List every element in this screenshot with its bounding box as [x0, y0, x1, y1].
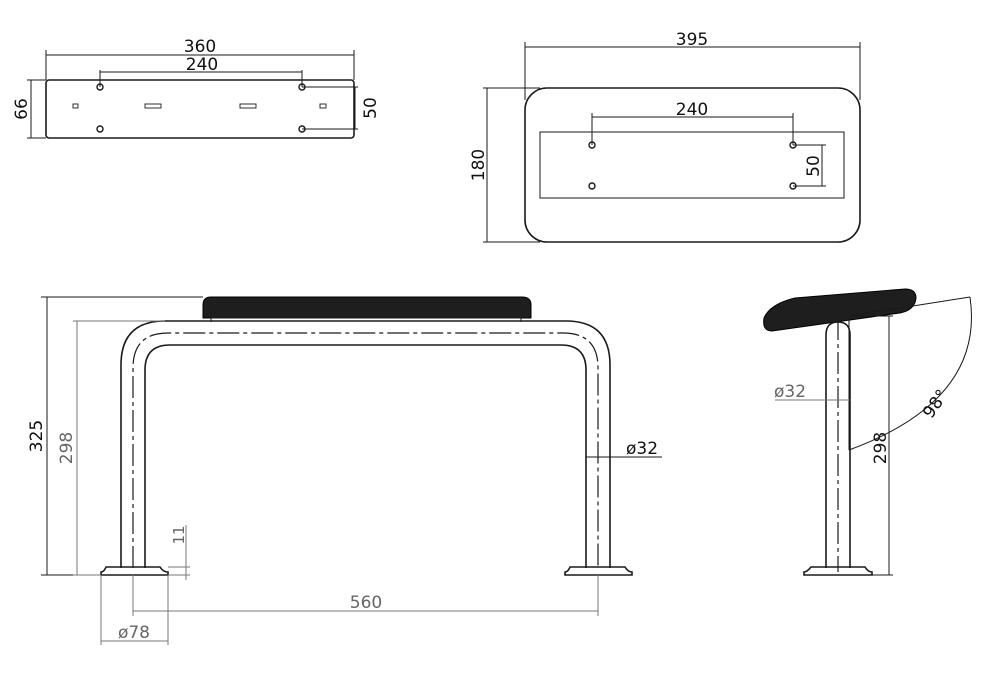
- dim-label-seat-length: 395: [676, 30, 708, 50]
- seat-pad: [202, 296, 532, 319]
- plate-top-view: 360 240 66 50: [12, 37, 381, 139]
- dim-label-plate-length: 360: [184, 37, 216, 57]
- mounting-plate-outline: [539, 131, 845, 199]
- slot: [72, 103, 79, 109]
- angle-arc: [848, 296, 972, 451]
- dim-label-plate-hole-spacing: 240: [186, 55, 218, 75]
- dim-label-seat-hole-spacing: 240: [676, 100, 708, 120]
- slot: [319, 103, 327, 109]
- dim-label-base-diameter: ø78: [118, 623, 150, 643]
- dim-label-leg-spacing: 560: [350, 593, 382, 613]
- tube-centerline: [132, 332, 599, 568]
- dim-label-tube-diameter: ø32: [626, 439, 658, 459]
- mounting-hole: [588, 182, 596, 190]
- slot: [239, 103, 257, 109]
- side-seat-pad: [763, 288, 917, 332]
- dim-label-seat-width: 180: [469, 149, 489, 181]
- seat-outline: [524, 87, 861, 243]
- dim-label-side-tube-diameter: ø32: [774, 382, 806, 402]
- right-base-foot: [564, 566, 633, 576]
- dim-label-plate-height: 66: [12, 98, 32, 120]
- tube-frame-outer: [120, 320, 611, 568]
- front-view: 325 298 11 560 ø78 ø32: [27, 296, 662, 645]
- seat-top-view: 395 240 180 50: [469, 30, 861, 243]
- mounting-hole: [96, 125, 104, 133]
- plate-outline: [45, 79, 355, 139]
- left-base-foot: [100, 566, 169, 576]
- dim-label-side-angle: 98°: [919, 386, 953, 422]
- dim-label-total-height: 325: [27, 420, 47, 452]
- slot: [144, 103, 162, 109]
- dim-label-base-thickness: 11: [170, 525, 188, 544]
- dim-label-seat-hole-vertical: 50: [804, 155, 824, 177]
- dim-label-plate-hole-vertical: 50: [361, 97, 381, 119]
- dim-label-side-height: 298: [871, 432, 891, 464]
- side-view: 98° ø32 298: [763, 288, 972, 576]
- dim-label-seat-height: 298: [57, 432, 77, 464]
- tube-frame-inner: [144, 344, 587, 568]
